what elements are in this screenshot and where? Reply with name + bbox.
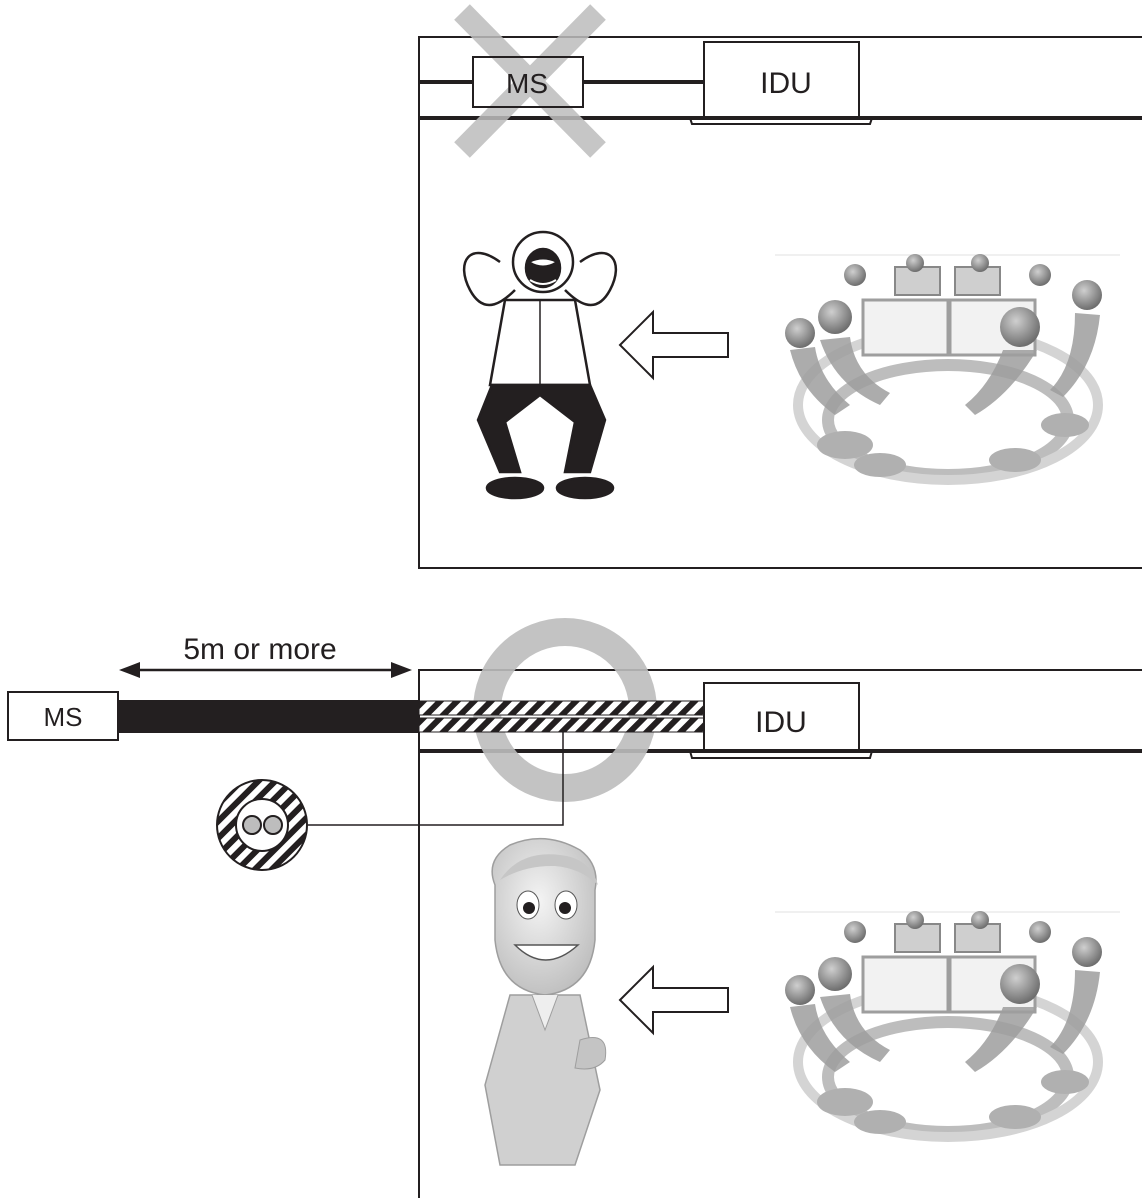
ms-label-top: MS bbox=[506, 68, 548, 99]
idu-box-top: IDU bbox=[689, 41, 873, 125]
idu-label-top: IDU bbox=[760, 67, 812, 100]
idu-box-bottom: IDU bbox=[689, 682, 873, 759]
cable-cross-section-icon bbox=[216, 779, 308, 871]
leader-line bbox=[308, 732, 564, 826]
distance-dimension-arrow: 5m or more bbox=[119, 633, 412, 678]
room-outline-bottom bbox=[418, 669, 1142, 1198]
arrow-left-icon-top bbox=[618, 309, 729, 381]
cable-indoor-shielded bbox=[418, 700, 706, 733]
distance-label: 5m or more bbox=[183, 633, 336, 666]
office-workers-illustration-top bbox=[775, 254, 1120, 485]
cable-outdoor-solid bbox=[118, 700, 419, 733]
bottom-panel: 5m or more MS IDU bbox=[7, 618, 1142, 1198]
office-workers-illustration-bottom bbox=[775, 911, 1120, 1142]
happy-man-illustration bbox=[484, 837, 607, 1166]
ms-box-top: MS bbox=[472, 56, 584, 108]
cross-mark bbox=[454, 4, 606, 158]
idu-label-bottom: IDU bbox=[755, 706, 807, 739]
ms-label-bottom: MS bbox=[44, 702, 83, 732]
arrow-left-icon-bottom bbox=[618, 964, 729, 1036]
ms-box-bottom: MS bbox=[7, 691, 119, 741]
room-outline-top bbox=[418, 36, 1142, 569]
top-panel: MS IDU bbox=[418, 4, 1142, 569]
screaming-man-illustration bbox=[462, 230, 618, 500]
